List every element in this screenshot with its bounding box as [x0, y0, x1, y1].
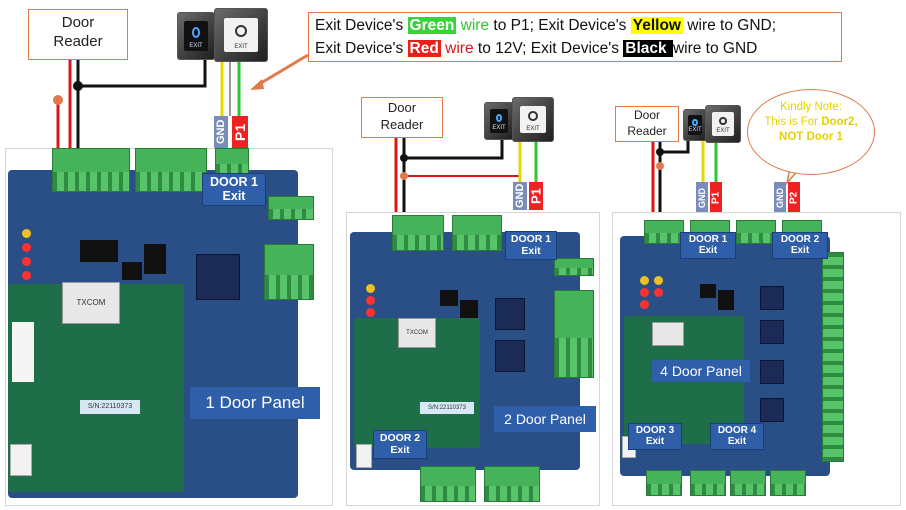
led-indicator — [22, 243, 31, 252]
terminal-block — [52, 148, 130, 192]
exit-button-white: EXIT — [705, 105, 741, 143]
regulator — [122, 262, 142, 280]
wiring-instructions: Exit Device's Green wire to P1; Exit Dev… — [308, 12, 842, 62]
terminal-block — [554, 258, 594, 276]
relay — [760, 360, 784, 384]
regulator — [700, 284, 716, 298]
door-reader-label-2: Door Reader — [361, 97, 443, 138]
door-reader-label-4: Door Reader — [615, 106, 679, 142]
gnd-label: GND — [214, 116, 228, 148]
led-indicator — [640, 288, 649, 297]
txcom-chip — [652, 322, 684, 346]
junction-dot — [656, 148, 664, 156]
terminal-block — [420, 466, 476, 502]
led-indicator — [22, 257, 31, 266]
terminal-block — [644, 220, 684, 244]
pointer-arrowhead — [250, 79, 264, 90]
p1-label: P1 — [529, 182, 544, 210]
led-indicator — [22, 271, 31, 280]
led-indicator — [22, 229, 31, 238]
regulator — [144, 244, 166, 274]
p1-label: P1 — [710, 182, 722, 214]
regulator — [460, 300, 478, 322]
terminal-block — [264, 244, 314, 300]
relay — [760, 398, 784, 422]
relay — [495, 340, 525, 372]
serial-label: S/N:22110373 — [420, 402, 474, 414]
barcode-label — [12, 322, 34, 382]
exit-button-blue: EXIT — [484, 102, 514, 140]
terminal-block — [736, 220, 776, 244]
pointer-arrow — [255, 53, 309, 88]
terminal-block — [452, 215, 502, 251]
led-indicator — [654, 288, 663, 297]
ic-chip — [80, 240, 118, 262]
serial-label: S/N:22110373 — [80, 400, 140, 414]
led-indicator — [640, 300, 649, 309]
instruction-line-2: Exit Device's Red wire to 12V; Exit Devi… — [315, 40, 758, 57]
led-indicator — [366, 296, 375, 305]
two-door-panel-title: 2 Door Panel — [494, 406, 596, 432]
exit-button-blue: EXIT — [177, 12, 215, 60]
terminal-block — [730, 470, 766, 496]
terminal-block — [135, 148, 207, 192]
exit-button-white: EXIT — [512, 97, 554, 142]
connector — [10, 444, 32, 476]
terminal-block — [554, 290, 594, 378]
relay — [760, 320, 784, 344]
junction-dot — [656, 162, 664, 170]
led-indicator — [654, 276, 663, 285]
gnd-label: GND — [696, 182, 708, 214]
junction-dot — [53, 95, 63, 105]
terminal-block — [822, 252, 844, 462]
terminal-block — [268, 196, 314, 220]
connector — [356, 444, 372, 468]
four-door-panel-title: 4 Door Panel — [652, 360, 750, 382]
led-indicator — [366, 284, 375, 293]
exit-button-white: EXIT — [214, 8, 268, 62]
led-indicator — [640, 276, 649, 285]
instruction-line-1: Exit Device's Green wire to P1; Exit Dev… — [315, 17, 777, 34]
terminal-block — [484, 466, 540, 502]
door-reader-label-1: Door Reader — [28, 9, 128, 60]
reader2-black-jumper — [404, 136, 504, 160]
reader3-black-jumper — [660, 140, 690, 154]
p2-label: P2 — [788, 182, 800, 214]
junction-dot — [73, 81, 83, 91]
terminal-block — [770, 470, 806, 496]
junction-dot — [400, 172, 408, 180]
gnd-label: GND — [513, 182, 527, 210]
one-door-panel-title: 1 Door Panel — [190, 387, 320, 419]
relay — [495, 298, 525, 330]
terminal-block — [690, 470, 726, 496]
regulator — [440, 290, 458, 306]
note-bubble: Kindly Note: This is For Door2, NOT Door… — [747, 89, 875, 175]
relay — [760, 286, 784, 310]
txcom-chip: TXCOM — [62, 282, 120, 324]
relay — [196, 254, 240, 300]
junction-dot — [400, 154, 408, 162]
p1-label: P1 — [232, 116, 248, 148]
regulator — [718, 290, 734, 310]
led-indicator — [366, 308, 375, 317]
gnd-label: GND — [774, 182, 786, 214]
exit-button-blue: EXIT — [683, 109, 707, 141]
terminal-block — [392, 215, 444, 251]
txcom-chip: TXCOM — [398, 318, 436, 348]
terminal-block — [646, 470, 682, 496]
